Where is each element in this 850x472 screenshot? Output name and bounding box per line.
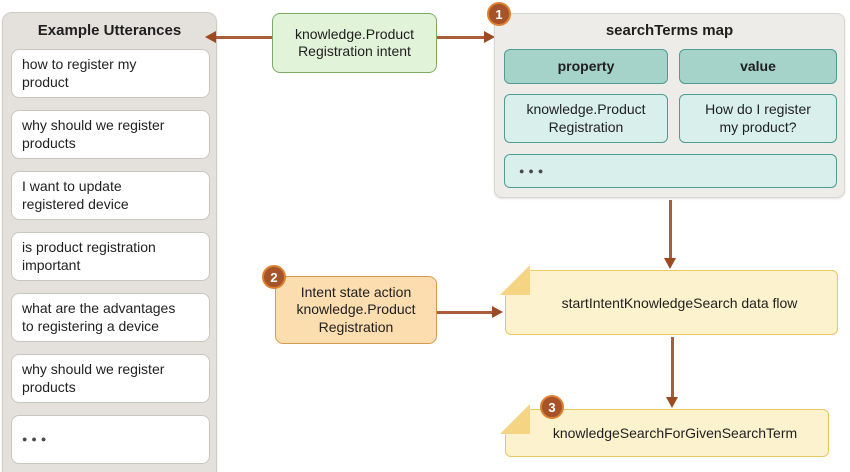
- arrow-line-intent-to-map: [437, 36, 485, 39]
- step-badge-1: 1: [487, 2, 511, 26]
- column-header-property: property: [504, 49, 668, 84]
- arrow-head-right-icon: [484, 31, 495, 43]
- dataflow-note-label: startIntentKnowledgeSearch data flow: [505, 270, 838, 335]
- example-utterances-panel: Example Utterances how to register my pr…: [2, 12, 217, 472]
- ellipsis-icon: ●●●: [519, 165, 548, 176]
- knowledge-search-note: knowledgeSearchForGivenSearchTerm: [500, 404, 829, 457]
- arrow-line-intent-to-utterances: [215, 36, 272, 39]
- example-utterances-list: how to register my product why should we…: [11, 49, 210, 464]
- example-utterances-title: Example Utterances: [37, 22, 182, 39]
- utterance-item: how to register my product: [11, 49, 210, 98]
- utterance-item: what are the advantages to registering a…: [11, 293, 210, 342]
- utterance-item: why should we register products: [11, 354, 210, 403]
- folded-corner-icon: [500, 404, 530, 434]
- utterance-item: why should we register products: [11, 110, 210, 159]
- arrow-line-map-to-dataflow: [669, 200, 672, 259]
- map-ellipsis-row: ●●●: [504, 154, 837, 188]
- knowledge-intent-box: knowledge.Product Registration intent: [272, 13, 437, 73]
- step-badge-2: 2: [262, 265, 286, 289]
- arrow-line-dataflow-to-search: [671, 337, 674, 398]
- arrow-head-down-icon: [666, 397, 678, 408]
- map-cell-value-value: How do I register my product?: [679, 94, 837, 143]
- utterance-item: is product registration important: [11, 232, 210, 281]
- arrow-line-action-to-dataflow: [437, 311, 493, 314]
- arrow-head-down-icon: [664, 258, 676, 269]
- searchterms-map-title: searchTerms map: [605, 22, 734, 39]
- intent-state-action-box: Intent state action knowledge.Product Re…: [275, 276, 437, 344]
- utterance-ellipsis-item: ●●●: [11, 415, 210, 464]
- step-badge-3: 3: [540, 395, 564, 419]
- ellipsis-icon: ●●●: [22, 434, 51, 444]
- arrow-head-right-icon: [492, 306, 503, 318]
- utterance-item: I want to update registered device: [11, 171, 210, 220]
- map-cell-property-value: knowledge.Product Registration: [504, 94, 668, 143]
- column-header-value: value: [679, 49, 837, 84]
- knowledge-search-note-label: knowledgeSearchForGivenSearchTerm: [505, 409, 829, 457]
- arrow-head-left-icon: [205, 31, 216, 43]
- folded-corner-icon: [500, 265, 530, 295]
- searchterms-map-panel: searchTerms map property value knowledge…: [494, 13, 845, 198]
- dataflow-note: startIntentKnowledgeSearch data flow: [500, 265, 838, 335]
